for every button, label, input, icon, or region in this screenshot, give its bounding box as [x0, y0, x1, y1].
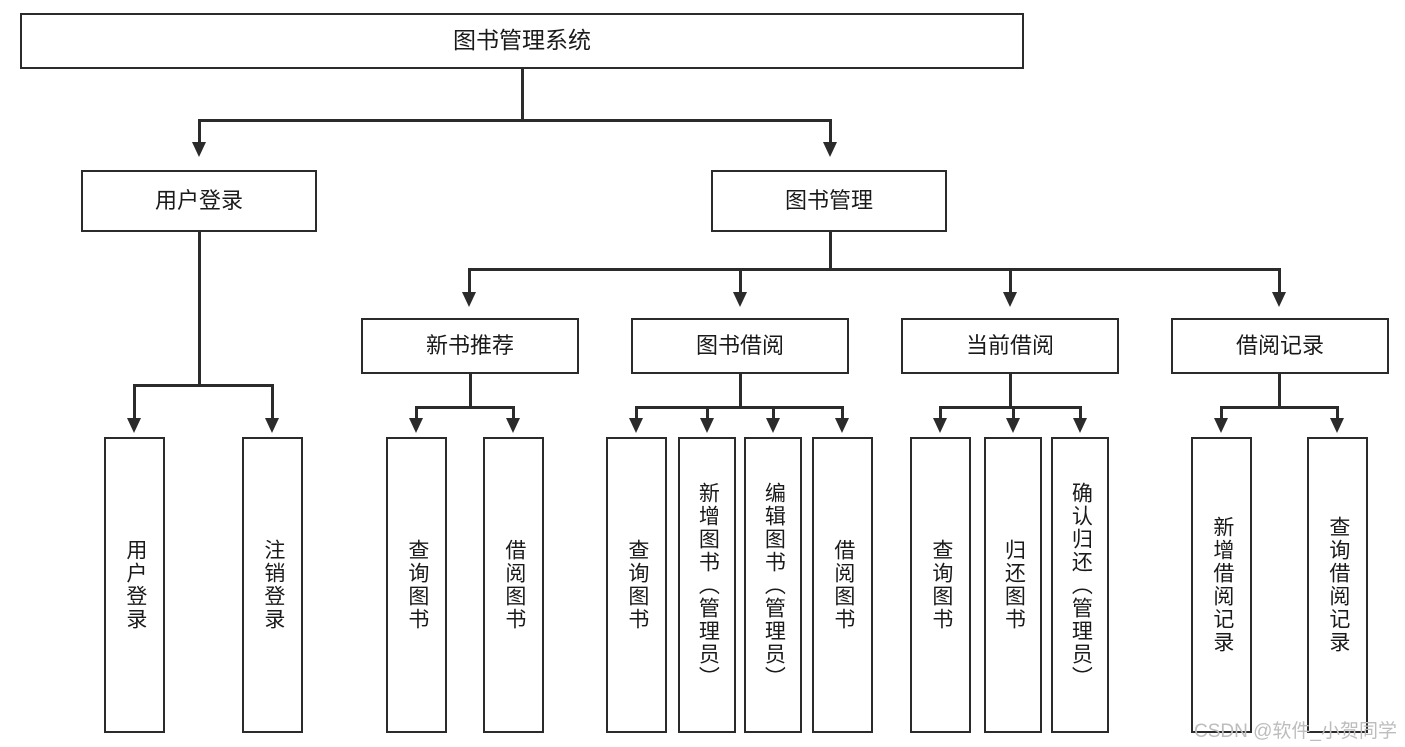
node-label: 新书推荐 — [425, 333, 514, 359]
connector-borrow-record-bus — [1220, 406, 1338, 409]
arrowhead-leaf-add-book — [700, 418, 714, 433]
node-label: 查询图书 — [929, 539, 953, 631]
connector-book-borrow-b1 — [635, 406, 638, 420]
node-label: 借阅图书 — [502, 539, 526, 631]
connector-book-mgmt-branch-3 — [1009, 268, 1012, 294]
node-leaf-add-borrow-record[interactable]: 新增借阅记录 — [1191, 437, 1252, 733]
node-leaf-user-login[interactable]: 用户登录 — [104, 437, 165, 733]
connector-book-mgmt-bus — [468, 268, 1280, 271]
node-leaf-return-book[interactable]: 归还图书 — [984, 437, 1042, 733]
node-current-borrowing[interactable]: 当前借阅 — [901, 318, 1119, 374]
node-label: 图书管理 — [784, 188, 873, 214]
connector-user-login-bus — [133, 384, 272, 387]
arrowhead-leaf-confirm-return — [1073, 418, 1087, 433]
node-leaf-edit-book-admin[interactable]: 编辑图书（管理员） — [744, 437, 802, 733]
node-book-borrowing[interactable]: 图书借阅 — [631, 318, 849, 374]
connector-book-borrow-b4 — [841, 406, 844, 420]
node-label: 当前借阅 — [965, 333, 1054, 359]
node-book-management[interactable]: 图书管理 — [711, 170, 947, 232]
node-label: 注销登录 — [261, 539, 285, 631]
arrowhead-book-borrow — [733, 292, 747, 307]
connector-book-borrow-b3 — [772, 406, 775, 420]
connector-new-book-rec-b2 — [512, 406, 515, 420]
connector-book-borrow-b2 — [706, 406, 709, 420]
node-leaf-confirm-return-admin[interactable]: 确认归还（管理员） — [1051, 437, 1109, 733]
node-new-book-recommendation[interactable]: 新书推荐 — [361, 318, 579, 374]
node-label: 用户登录 — [123, 539, 147, 631]
node-label: 查询图书 — [625, 539, 649, 631]
arrowhead-leaf-return-book — [1006, 418, 1020, 433]
arrowhead-leaf-logout-login — [265, 418, 279, 433]
arrowhead-leaf-query-book-2 — [629, 418, 643, 433]
node-user-login[interactable]: 用户登录 — [81, 170, 317, 232]
node-label: 借阅记录 — [1235, 333, 1324, 359]
connector-root-stem — [521, 69, 524, 121]
connector-root-to-book-mgmt — [829, 119, 832, 144]
connector-current-borrow-stem — [1009, 374, 1012, 408]
connector-current-borrow-b1 — [939, 406, 942, 420]
connector-book-mgmt-stem — [829, 232, 832, 270]
connector-borrow-record-stem — [1278, 374, 1281, 408]
arrowhead-leaf-add-record — [1214, 418, 1228, 433]
arrowhead-leaf-query-record — [1330, 418, 1344, 433]
connector-root-bus — [198, 119, 832, 122]
connector-current-borrow-bus — [939, 406, 1081, 409]
node-leaf-query-book-rec[interactable]: 查询图书 — [386, 437, 447, 733]
connector-book-mgmt-branch-1 — [468, 268, 471, 294]
node-leaf-borrow-book[interactable]: 借阅图书 — [812, 437, 873, 733]
arrowhead-leaf-borrow-book-2 — [835, 418, 849, 433]
arrowhead-new-book-rec — [462, 292, 476, 307]
node-book-management-system[interactable]: 图书管理系统 — [20, 13, 1024, 69]
arrowhead-borrow-record — [1272, 292, 1286, 307]
node-leaf-logout-login[interactable]: 注销登录 — [242, 437, 303, 733]
node-label: 用户登录 — [154, 188, 243, 214]
connector-book-borrow-stem — [739, 374, 742, 408]
connector-current-borrow-b3 — [1079, 406, 1082, 420]
arrowhead-user-login — [192, 142, 206, 157]
node-leaf-borrow-book-rec[interactable]: 借阅图书 — [483, 437, 544, 733]
connector-borrow-record-b1 — [1220, 406, 1223, 420]
node-leaf-add-book-admin[interactable]: 新增图书（管理员） — [678, 437, 736, 733]
arrowhead-leaf-query-book-3 — [933, 418, 947, 433]
connector-book-mgmt-branch-4 — [1278, 268, 1281, 294]
arrowhead-leaf-edit-book — [766, 418, 780, 433]
connector-user-login-branch-1 — [133, 384, 136, 420]
arrowhead-book-mgmt — [823, 142, 837, 157]
node-label: 查询借阅记录 — [1326, 516, 1350, 654]
node-label: 归还图书 — [1002, 539, 1026, 631]
arrowhead-current-borrow — [1003, 292, 1017, 307]
arrowhead-leaf-borrow-book-1 — [506, 418, 520, 433]
connector-book-mgmt-branch-2 — [739, 268, 742, 294]
node-label: 查询图书 — [405, 539, 429, 631]
connector-user-login-branch-2 — [271, 384, 274, 420]
connector-root-to-user-login — [198, 119, 201, 144]
node-label: 新增借阅记录 — [1210, 516, 1234, 654]
connector-current-borrow-b2 — [1012, 406, 1015, 420]
node-leaf-query-book-borrow[interactable]: 查询图书 — [606, 437, 667, 733]
connector-book-borrow-bus — [635, 406, 843, 409]
connector-new-book-rec-stem — [469, 374, 472, 408]
node-label: 编辑图书（管理员） — [762, 481, 786, 689]
node-leaf-query-borrow-record[interactable]: 查询借阅记录 — [1307, 437, 1368, 733]
arrowhead-leaf-query-book-1 — [409, 418, 423, 433]
node-label: 图书管理系统 — [453, 27, 591, 54]
arrowhead-leaf-user-login — [127, 418, 141, 433]
node-label: 借阅图书 — [831, 539, 855, 631]
connector-user-login-stem — [198, 232, 201, 386]
node-borrowing-record[interactable]: 借阅记录 — [1171, 318, 1389, 374]
node-leaf-query-book-current[interactable]: 查询图书 — [910, 437, 971, 733]
node-label: 图书借阅 — [695, 333, 784, 359]
node-label: 新增图书（管理员） — [696, 481, 720, 689]
connector-new-book-rec-b1 — [415, 406, 418, 420]
connector-new-book-rec-bus — [415, 406, 514, 409]
node-label: 确认归还（管理员） — [1069, 481, 1093, 689]
connector-borrow-record-b2 — [1336, 406, 1339, 420]
